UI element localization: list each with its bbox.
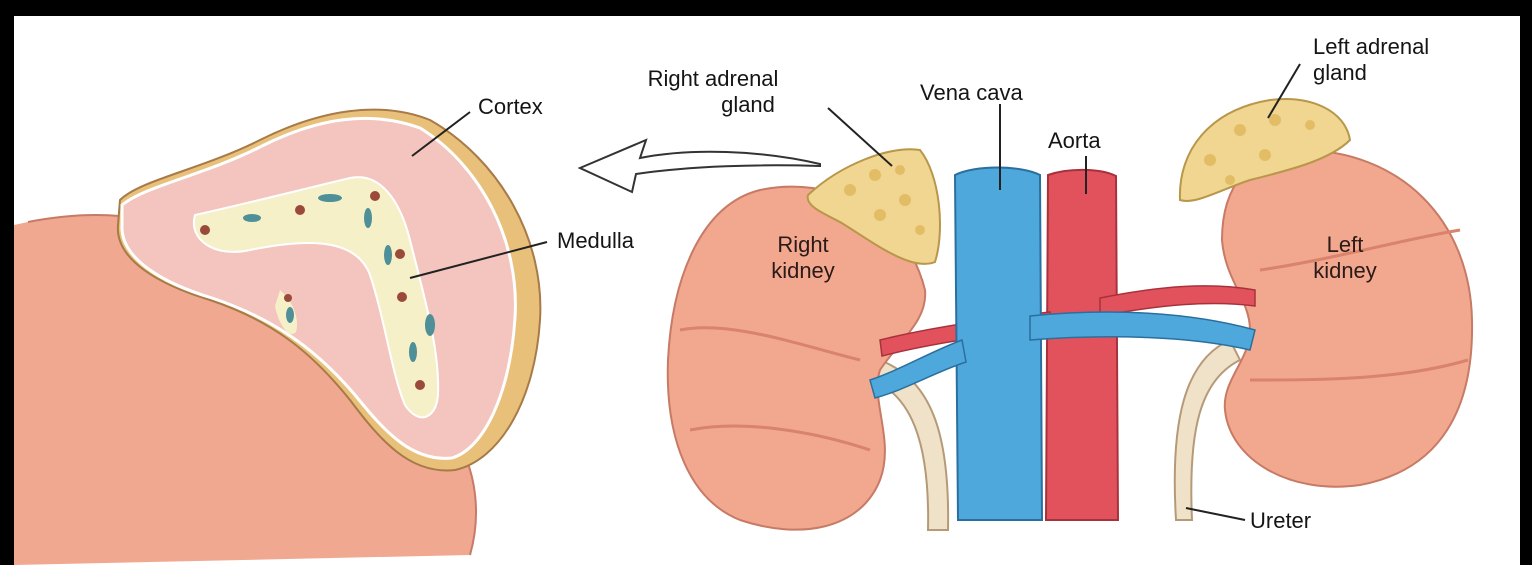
right-kidney-label-line1: Right — [748, 232, 858, 258]
ureter-label: Ureter — [1250, 508, 1311, 534]
right-adrenal-gland-label-line1: Right adrenal — [608, 66, 818, 92]
right-kidney-label-line2: kidney — [748, 258, 858, 284]
cortex-label: Cortex — [478, 94, 543, 120]
right-adrenal-gland-label: Right adrenal gland — [608, 66, 818, 118]
right-kidney-label: Right kidney — [748, 232, 858, 284]
left-adrenal-gland-label-line2: gland — [1313, 60, 1429, 86]
left-kidney-label-line1: Left — [1290, 232, 1400, 258]
left-kidney-label: Left kidney — [1290, 232, 1400, 284]
right-adrenal-gland-label-line2: gland — [608, 92, 818, 118]
left-adrenal-gland-label: Left adrenal gland — [1313, 34, 1429, 86]
left-adrenal-gland-label-line1: Left adrenal — [1313, 34, 1429, 60]
medulla-label: Medulla — [557, 228, 634, 254]
vena-cava-label: Vena cava — [920, 80, 1023, 106]
aorta — [1046, 170, 1118, 520]
aorta-label: Aorta — [1048, 128, 1101, 154]
vena-cava — [955, 168, 1042, 521]
left-kidney-label-line2: kidney — [1290, 258, 1400, 284]
